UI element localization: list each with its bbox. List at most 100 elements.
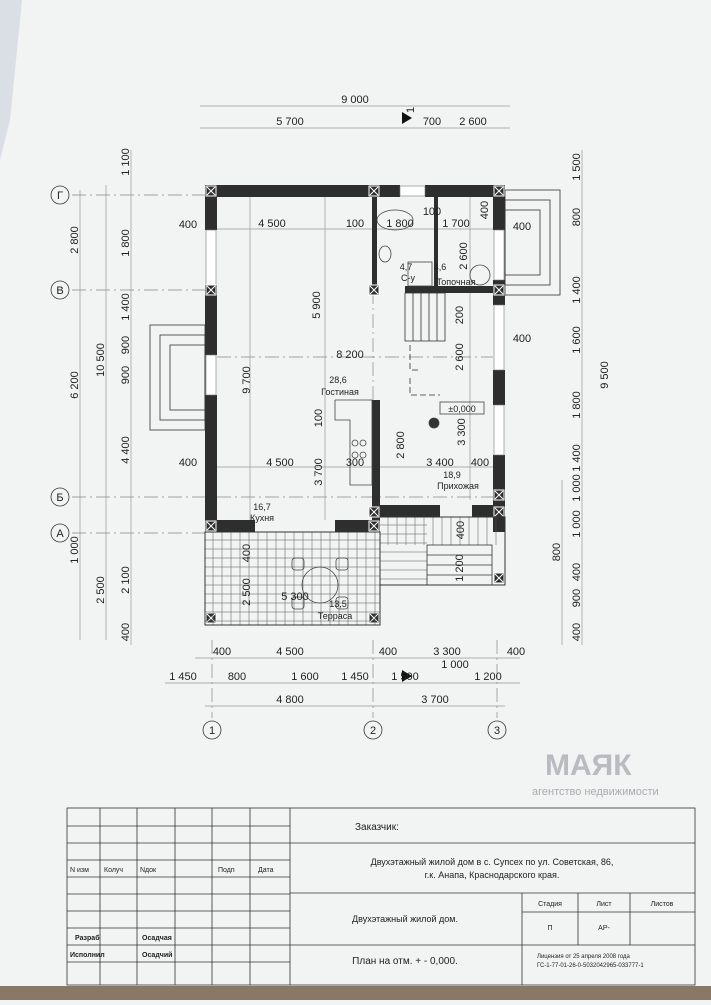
column-marker <box>493 185 505 197</box>
sheet-name: План на отм. + - 0,000. <box>352 956 458 967</box>
dimension-label: 8 200 <box>336 349 364 361</box>
axis-label: В <box>56 285 63 297</box>
dimension-label: 800 <box>571 208 583 226</box>
dimension-label: 1 400 <box>571 276 583 304</box>
dimension-label: 3 400 <box>426 457 454 469</box>
dimension-label: 1 500 <box>571 153 583 181</box>
header-ndok: Nдок <box>140 867 157 874</box>
header-n-izm: N изм <box>70 867 89 874</box>
dimension-label: 400 <box>179 457 197 469</box>
axis-circle <box>50 185 70 205</box>
dimension-label: 1 100 <box>120 148 132 176</box>
dimension-label: 3 700 <box>313 458 325 486</box>
terrace-tiles <box>205 517 497 625</box>
axis-circle <box>202 720 222 740</box>
column-marker <box>368 612 380 624</box>
column-marker <box>205 185 217 197</box>
dimension-label: 4 400 <box>120 436 132 464</box>
axis-label: Б <box>56 492 63 504</box>
dimension-label: 1 800 <box>386 218 414 230</box>
dimension-label: 400 <box>379 646 397 658</box>
dimension-lines <box>72 105 583 718</box>
dimension-label: 4 500 <box>266 457 294 469</box>
dimension-label: 5 700 <box>276 116 304 128</box>
room-area: 4,6 <box>434 262 447 272</box>
dimension-label: 900 <box>120 366 132 384</box>
dining-table-icon <box>301 566 339 604</box>
axis-label: А <box>56 528 64 540</box>
axis-circle <box>487 720 507 740</box>
room-name: Прихожая <box>437 481 479 491</box>
dimension-label: 3 300 <box>433 646 461 658</box>
sheets-header: Листов <box>651 901 674 908</box>
dimension-label: 1 500 <box>391 671 419 683</box>
room-name: С-у <box>401 273 415 283</box>
stage-header: Стадия <box>538 901 562 908</box>
axis-label: Г <box>57 190 63 202</box>
column-marker <box>205 284 217 296</box>
column-marker <box>493 572 505 584</box>
axis-circle <box>50 523 70 543</box>
room-name: Гостиная <box>321 387 359 397</box>
dimension-label: 1 000 <box>571 474 583 502</box>
object-name: Двухэтажный жилой дом. <box>352 914 458 924</box>
dimension-label: 200 <box>454 306 466 324</box>
room-area: 4,7 <box>400 262 413 272</box>
dimension-label: 400 <box>513 333 531 345</box>
dimension-label: 3 300 <box>456 418 468 446</box>
dimension-label: 6 200 <box>69 371 81 399</box>
role-developer: Разраб <box>75 934 100 942</box>
license-line-2: ГС-1-77-01-26-0-5032042965-033777-1 <box>537 963 644 969</box>
dimension-label: 400 <box>507 646 525 658</box>
header-podp: Подп <box>218 867 235 874</box>
axis-circle <box>50 487 70 507</box>
table-edge <box>0 986 711 1000</box>
dimension-label: 2 600 <box>454 343 466 371</box>
dimension-label: 400 <box>120 623 132 641</box>
level-marker-icon <box>428 417 440 429</box>
axis-circle <box>50 280 70 300</box>
axis-markers <box>50 185 507 740</box>
dimension-label: 5 900 <box>311 291 323 319</box>
dimension-label: 800 <box>551 543 563 561</box>
dimension-label: 400 <box>513 221 531 233</box>
dimension-label: 1 200 <box>454 554 466 582</box>
dimension-label: 1 200 <box>474 671 502 683</box>
dimension-label: 9 700 <box>241 366 253 394</box>
staircase <box>404 292 493 586</box>
dimension-label: 1 400 <box>120 293 132 321</box>
dimension-label: 2 600 <box>459 116 487 128</box>
column-marker <box>205 612 217 624</box>
dimension-label: 400 <box>471 457 489 469</box>
section-mark-label: 1 <box>405 107 417 113</box>
walls <box>205 185 505 532</box>
dimension-label: 9 000 <box>341 94 369 106</box>
axis-label: 2 <box>370 725 376 737</box>
dimension-label: 1 800 <box>120 229 132 257</box>
fixtures <box>291 209 491 610</box>
license-line-1: Лицензия от 25 апреля 2008 года <box>537 954 631 960</box>
title-block <box>66 807 696 986</box>
dimension-label: 2 600 <box>458 242 470 270</box>
dimension-label: 900 <box>120 336 132 354</box>
room-name: Кухня <box>250 513 274 523</box>
room-area: 16,7 <box>253 502 271 512</box>
room-name: Терраса <box>318 611 353 621</box>
dimension-label: 1 450 <box>341 671 369 683</box>
dimension-label: 1 600 <box>571 326 583 354</box>
shower-icon <box>407 261 433 287</box>
dimension-label: 2 100 <box>120 566 132 594</box>
dimension-label: 100 <box>313 409 325 427</box>
dimension-label: 400 <box>455 521 467 539</box>
axis-label: 1 <box>209 725 215 737</box>
dimension-label: 2 800 <box>395 431 407 459</box>
dimension-label: 1 700 <box>442 218 470 230</box>
project-line-1: Двухэтажный жилой дом в с. Супсех по ул.… <box>371 857 614 867</box>
dimension-label: 400 <box>479 201 491 219</box>
bathtub-icon <box>376 209 414 231</box>
porches <box>149 189 561 431</box>
dimension-label: 1 000 <box>571 510 583 538</box>
column-marker <box>493 489 505 501</box>
level-mark: ±0,000 <box>448 404 475 414</box>
